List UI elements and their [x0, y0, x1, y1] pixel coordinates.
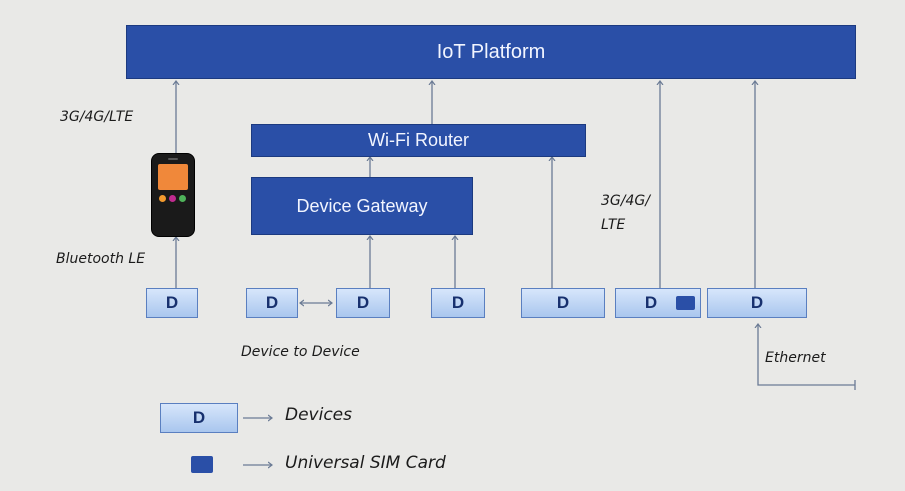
phone-screen: [158, 164, 188, 190]
ethernet-label: Ethernet: [765, 350, 826, 366]
wifi-router-label: Wi-Fi Router: [367, 130, 469, 150]
sim-card-icon: [676, 296, 695, 310]
wifi-router-block: Wi-Fi Router: [251, 124, 586, 157]
device-letter: D: [556, 293, 570, 312]
cellular-label-right-1: 3G/4G/: [601, 193, 650, 209]
device-gateway-label: Device Gateway: [296, 195, 428, 216]
device-letter: D: [265, 293, 279, 312]
ethernet-cable-line: [758, 324, 855, 386]
phone-key-orange: [159, 195, 166, 202]
cellular-label-left: 3G/4G/LTE: [60, 109, 134, 125]
device-letter: D: [356, 293, 370, 312]
device-letter: D: [451, 293, 465, 312]
device-ethernet: D: [707, 288, 807, 318]
phone-key-magenta: [169, 195, 176, 202]
legend-device-sample: D: [160, 403, 238, 433]
legend-devices-text: Devices: [285, 405, 352, 425]
device-letter: D: [165, 293, 179, 312]
bluetooth-label: Bluetooth LE: [56, 251, 146, 267]
device-sim: D: [615, 288, 701, 318]
device-bluetooth: D: [146, 288, 198, 318]
iot-platform-block: IoT Platform: [126, 25, 856, 79]
smartphone-icon: [151, 153, 195, 237]
device-letter: D: [644, 293, 658, 312]
device-d2d-left: D: [246, 288, 298, 318]
device-gateway-right: D: [431, 288, 485, 318]
legend-sim-sample: [191, 456, 213, 473]
device-router: D: [521, 288, 605, 318]
device-letter: D: [750, 293, 764, 312]
iot-platform-label: IoT Platform: [436, 40, 546, 63]
device-letter: D: [192, 408, 206, 427]
phone-key-green: [179, 195, 186, 202]
device-d2d-right: D: [336, 288, 390, 318]
legend-sim-text: Universal SIM Card: [285, 453, 446, 473]
phone-speaker: [168, 158, 178, 160]
device-gateway-block: Device Gateway: [251, 177, 473, 235]
cellular-label-right-2: LTE: [601, 217, 626, 233]
device-to-device-label: Device to Device: [241, 344, 360, 360]
